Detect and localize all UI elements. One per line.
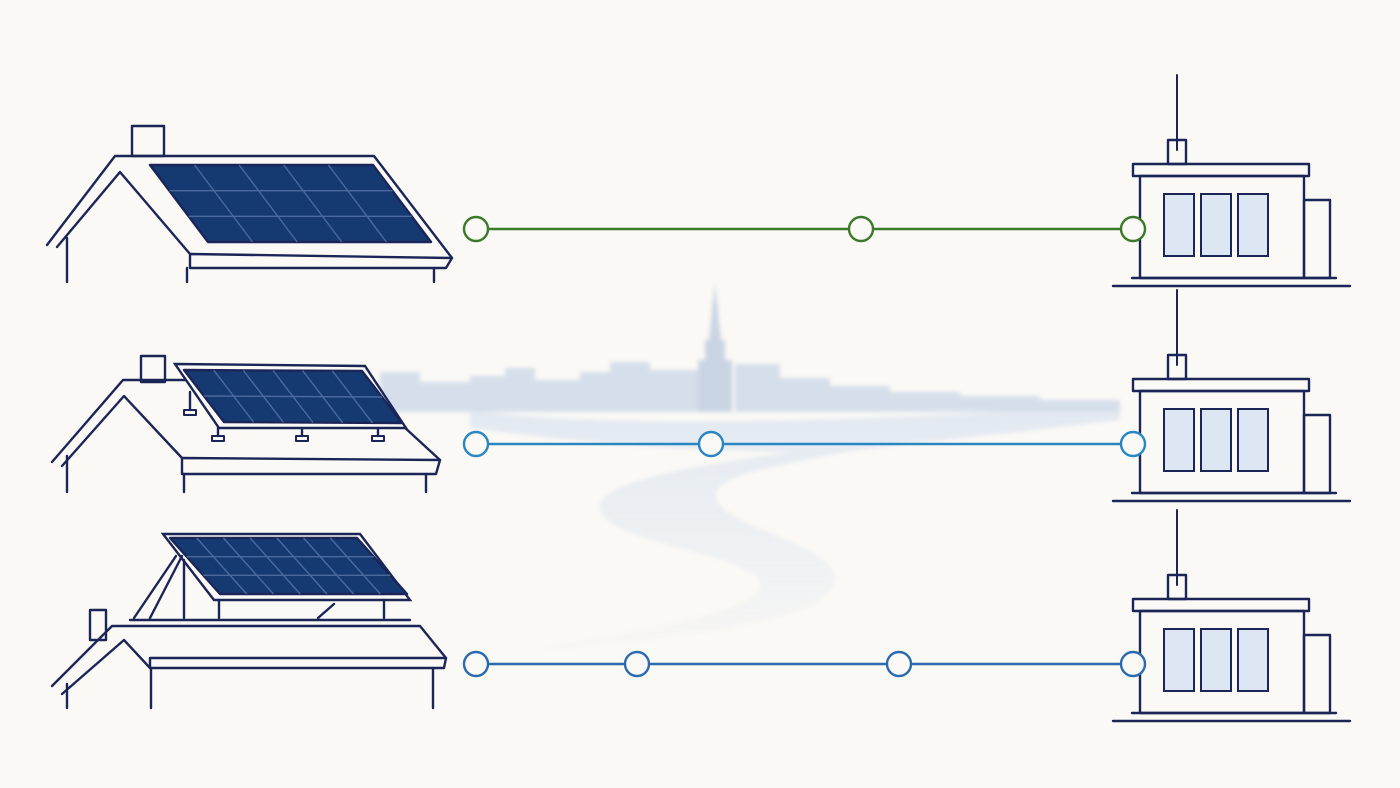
connection-line — [462, 215, 1147, 243]
building-window — [1237, 193, 1269, 257]
connection-line — [462, 430, 1147, 458]
roof-outline — [45, 154, 454, 260]
panel-cell-divider — [222, 537, 274, 595]
building-roof — [1131, 162, 1311, 178]
building-with-antenna-icon — [1111, 289, 1352, 503]
panel-cell-divider — [194, 164, 254, 243]
connection-node — [697, 430, 725, 458]
river-icon — [470, 405, 1120, 650]
connection-node — [1119, 215, 1147, 243]
building-annex — [1302, 198, 1332, 280]
building-window — [1237, 628, 1269, 692]
rack-foot — [295, 435, 309, 442]
panel-cell-divider — [238, 164, 298, 243]
city-skyline-background — [380, 282, 1120, 650]
building-window — [1200, 193, 1232, 257]
panel-cell-divider — [249, 537, 301, 595]
roof-gable — [60, 638, 152, 696]
building-window — [1163, 193, 1195, 257]
building-window — [1200, 408, 1232, 472]
roof-eave — [188, 252, 454, 270]
frame-brace — [316, 602, 336, 620]
house-pitched-roof-icon — [45, 124, 454, 284]
house-flat-roof-icon — [50, 532, 448, 710]
scene-tilted-rack-roof — [50, 289, 1352, 503]
panel-cell-divider — [303, 537, 355, 595]
panel-cell-divider — [283, 164, 343, 243]
building-window — [1200, 628, 1232, 692]
roof-eave — [180, 456, 442, 476]
building-with-antenna-icon — [1111, 509, 1352, 723]
building-window — [1237, 408, 1269, 472]
building-window — [1163, 408, 1195, 472]
house-pitched-roof-icon — [50, 354, 442, 494]
building-with-antenna-icon — [1111, 74, 1352, 288]
building-window — [1163, 628, 1195, 692]
connection-node — [1119, 650, 1147, 678]
building-annex — [1302, 413, 1332, 495]
panel-cell-divider — [327, 164, 387, 243]
connection-node — [885, 650, 913, 678]
connection-line — [462, 650, 1147, 678]
panel-cell-divider — [203, 395, 383, 398]
connection-node — [1119, 430, 1147, 458]
panel-cell-divider — [329, 537, 381, 595]
chimney — [130, 124, 166, 158]
panel-cell-divider — [276, 537, 328, 595]
connection-node — [623, 650, 651, 678]
building-silhouettes — [380, 362, 1120, 412]
rack-foot — [371, 435, 385, 442]
connection-node — [462, 215, 490, 243]
roof-gable — [60, 394, 184, 468]
building-annex — [1302, 633, 1332, 715]
scene-flush-mounted-roof — [45, 74, 1352, 288]
chimney — [139, 354, 167, 384]
connection-node — [462, 430, 490, 458]
frame-brace — [148, 554, 184, 620]
frame-brace — [132, 554, 178, 620]
roof-eave — [148, 656, 448, 670]
connection-node — [462, 650, 490, 678]
building-roof — [1131, 597, 1311, 613]
rack-foot — [183, 409, 197, 416]
connection-node — [847, 215, 875, 243]
panel-cell-divider — [196, 537, 248, 595]
building-roof — [1131, 377, 1311, 393]
roof-outline — [50, 624, 448, 688]
roof-gable — [55, 170, 192, 256]
rack-foot — [211, 435, 225, 442]
scene-raised-frame-roof — [50, 509, 1352, 723]
